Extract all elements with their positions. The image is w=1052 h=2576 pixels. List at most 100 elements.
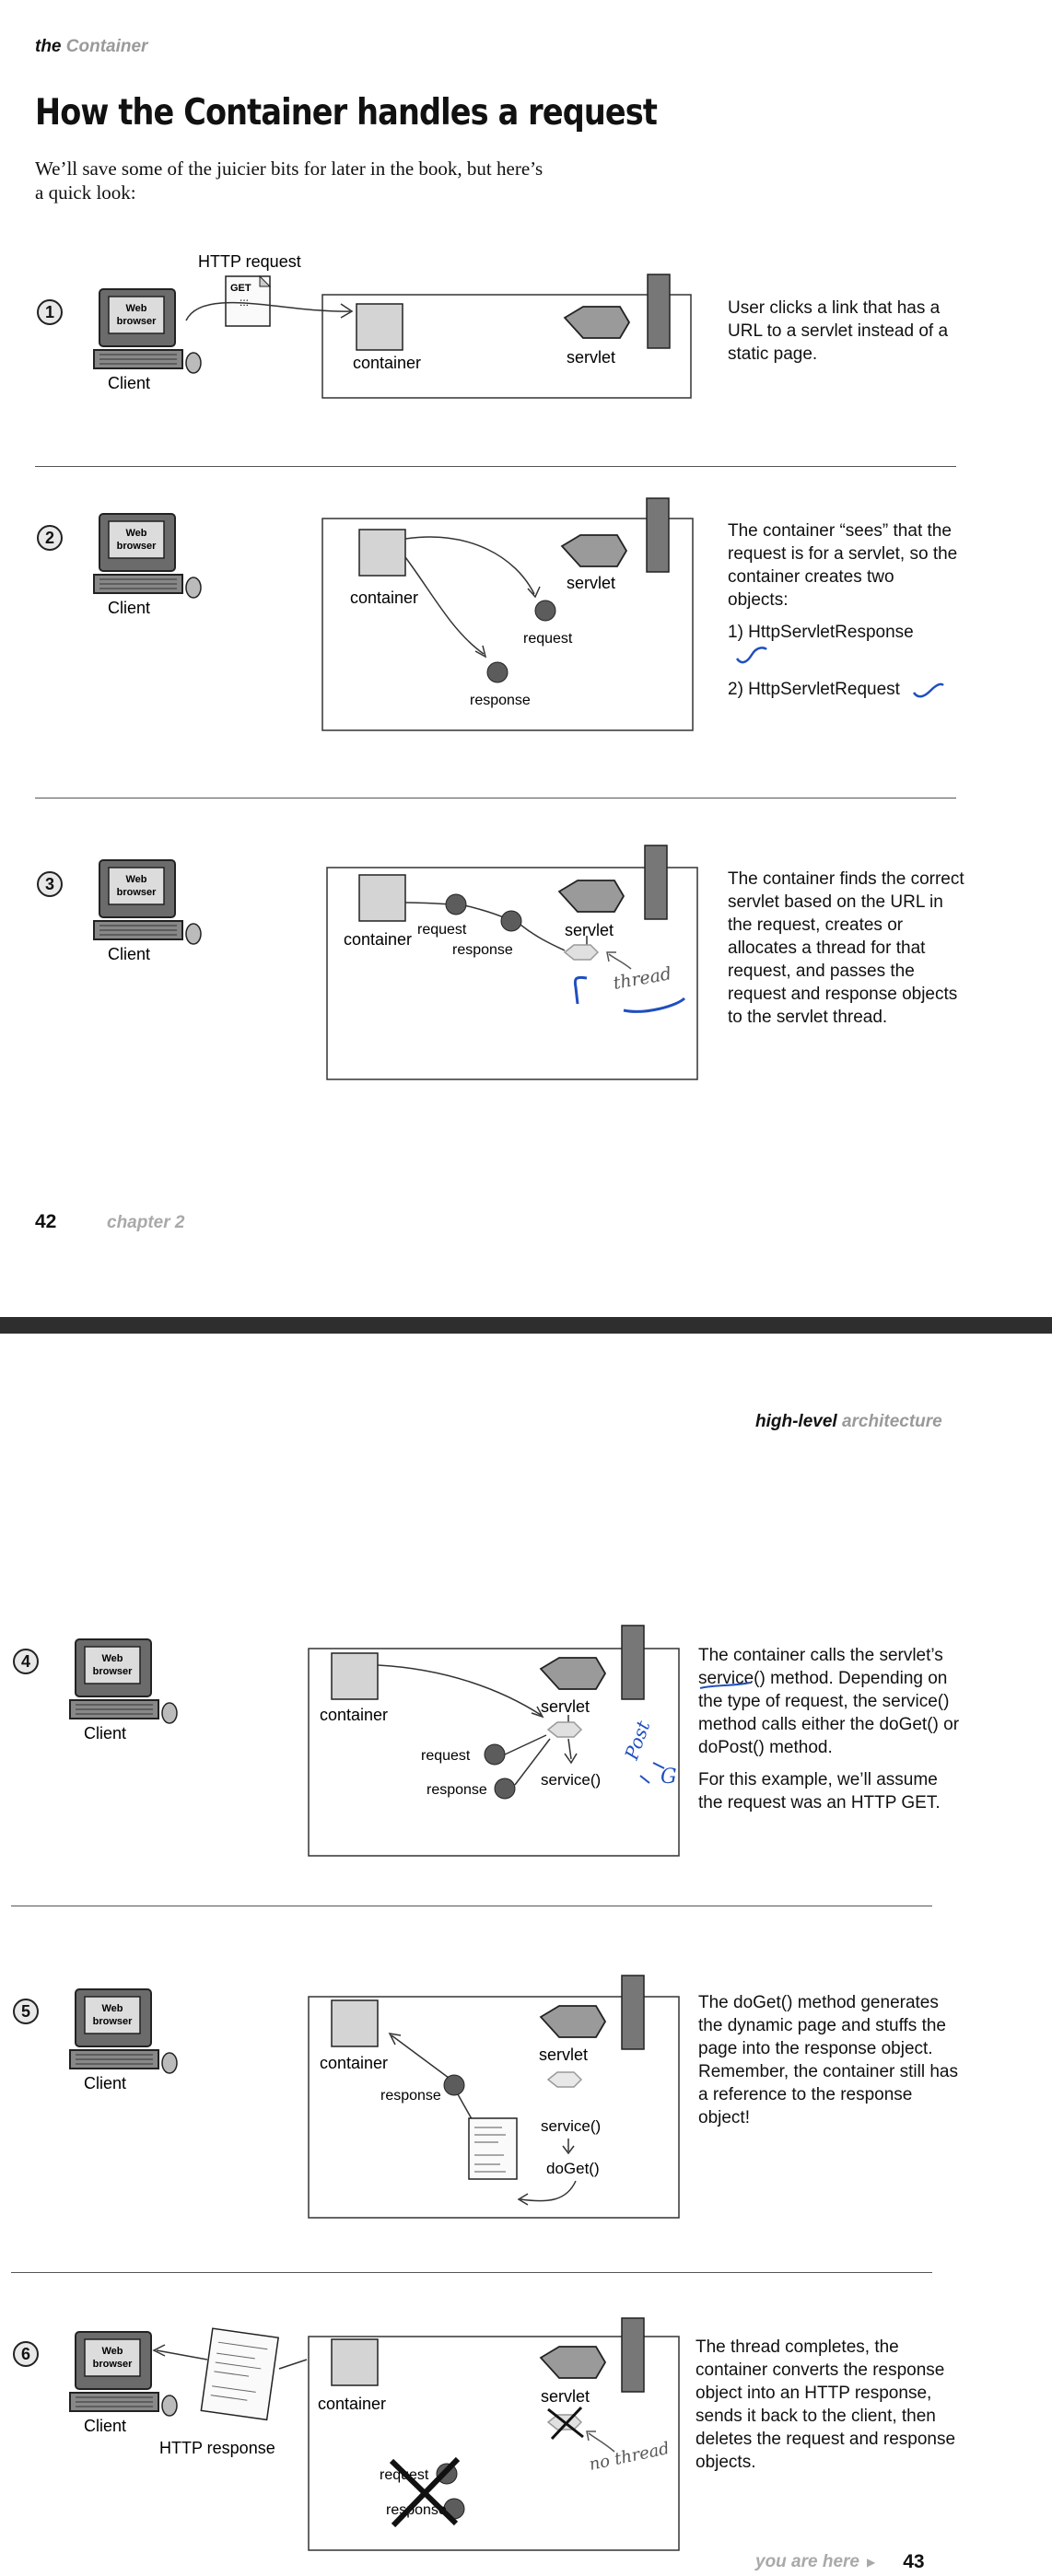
step-number: 1 (37, 299, 63, 325)
step-desc-text: The doGet() method generates the dynamic… (698, 1993, 958, 2127)
container-box (308, 1996, 680, 2219)
server-tower-icon (646, 497, 670, 573)
you-are-here-footer: you are here (755, 2552, 859, 2571)
web-label: Web (125, 874, 146, 885)
request-label: request (417, 922, 467, 938)
client-label: Client (84, 1724, 126, 1743)
http-request-label: HTTP request (198, 252, 301, 271)
browser-label: browser (117, 887, 158, 898)
step2-diagram: container servlet request response (313, 493, 700, 741)
client-label: Client (108, 374, 150, 392)
server-tower-icon (621, 2317, 645, 2393)
html-page-icon (468, 2117, 518, 2180)
client-label: Client (84, 2074, 126, 2092)
browser-label: browser (93, 2016, 134, 2027)
divider (11, 2272, 932, 2273)
browser-label: browser (117, 316, 158, 327)
step1-description: User clicks a link that has a URL to a s… (728, 297, 958, 373)
thread-icon (546, 2071, 583, 2088)
http-response-label: HTTP response (159, 2439, 275, 2457)
client-computer: Web browser Client (68, 1978, 188, 2103)
servlet-icon (539, 2346, 607, 2379)
response-label: response (470, 693, 531, 708)
step-desc-text: The thread completes, the container conv… (695, 2337, 956, 2472)
client-computer: Web browser Client (92, 278, 212, 402)
thread-icon (546, 1721, 583, 1738)
container-box (321, 294, 692, 399)
computer-icon: Web browser Client (69, 1988, 178, 2092)
container-icon (331, 2338, 379, 2386)
running-head-bold: high-level (755, 1412, 837, 1431)
servlet-icon (539, 2005, 607, 2038)
servlet-label: servlet (567, 348, 615, 367)
running-head-grey: Container (65, 37, 148, 56)
container-box (308, 1648, 680, 1857)
client-computer: Web browser Client (68, 1628, 188, 1753)
servlet-icon (560, 534, 628, 567)
container-box (308, 2336, 680, 2551)
checkmark-icon (913, 682, 945, 698)
server-tower-icon (647, 274, 671, 349)
response-object-icon (494, 1778, 516, 1800)
pen-underline-icon (699, 1682, 751, 1689)
step5-diagram: container servlet response service() doG… (299, 1971, 686, 2229)
browser-label: browser (93, 1666, 134, 1677)
chapter-label: chapter 2 (107, 1213, 185, 1232)
servlet-label: servlet (567, 574, 615, 592)
container-icon (356, 303, 403, 351)
step-desc-text: User clicks a link that has a URL to a s… (728, 298, 949, 364)
server-tower-icon (621, 1975, 645, 2050)
web-label: Web (101, 2346, 123, 2357)
list-item-text: 2) HttpServletRequest (728, 680, 900, 699)
server-tower-icon (621, 1625, 645, 1700)
step-number: 2 (37, 525, 63, 551)
client-computer: Web browser Client (68, 2321, 188, 2445)
computer-icon: Web browser Client (93, 288, 202, 392)
thread-label: thread (612, 963, 673, 994)
container-label: container (350, 589, 418, 607)
step-number: 6 (13, 2341, 39, 2367)
step-desc-text: The container “sees” that the request is… (728, 521, 958, 610)
container-label: container (320, 2054, 388, 2072)
response-object-icon (486, 661, 508, 683)
container-label: container (353, 354, 421, 372)
triangle-right-icon: ▶ (867, 2556, 876, 2569)
web-label: Web (125, 303, 146, 314)
container-label: container (320, 1706, 388, 1724)
page-number: 43 (903, 2551, 925, 2572)
response-object-icon (500, 910, 522, 932)
list-item-text: 1) HttpServletResponse (728, 623, 914, 642)
response-label: response (452, 942, 513, 958)
step4-diagram: container servlet request response servi… (299, 1621, 695, 1865)
container-icon (358, 529, 406, 577)
servlet-icon (563, 306, 631, 339)
list-item: 2) HttpServletRequest (728, 678, 958, 701)
service-label: service() (541, 2117, 601, 2135)
response-object-icon (443, 2074, 465, 2096)
step3-description: The container finds the correct servlet … (728, 868, 969, 1036)
container-icon (358, 874, 406, 922)
container-label: container (318, 2395, 386, 2413)
post-annotation: Post (620, 1717, 655, 1763)
container-icon (331, 1652, 379, 1700)
service-label: service() (541, 1771, 601, 1789)
step1-diagram: HTTP request GET ::: container servlet (175, 249, 719, 410)
servlet-label: servlet (541, 2387, 590, 2406)
client-label: Client (108, 599, 150, 617)
computer-icon: Web browser Client (69, 2331, 178, 2435)
web-label: Web (101, 2003, 123, 2014)
client-label: Client (108, 945, 150, 963)
step2-description: The container “sees” that the request is… (728, 519, 958, 701)
checkmark-icon (735, 647, 767, 664)
step-desc-text: For this example, we’ll assume the reque… (698, 1770, 941, 1813)
client-computer: Web browser Client (92, 849, 212, 973)
computer-icon: Web browser Client (93, 859, 202, 963)
step4-description: The container calls the servlet’s servic… (698, 1644, 961, 1822)
browser-label: browser (117, 541, 158, 552)
page-number: 42 (35, 1211, 57, 1232)
page-separator (0, 1317, 1052, 1334)
intro-text: We’ll save some of the juicier bits for … (35, 157, 544, 204)
cross-icon (547, 2406, 584, 2441)
servlet-label: servlet (539, 2046, 588, 2064)
get-label: GET (230, 283, 251, 294)
